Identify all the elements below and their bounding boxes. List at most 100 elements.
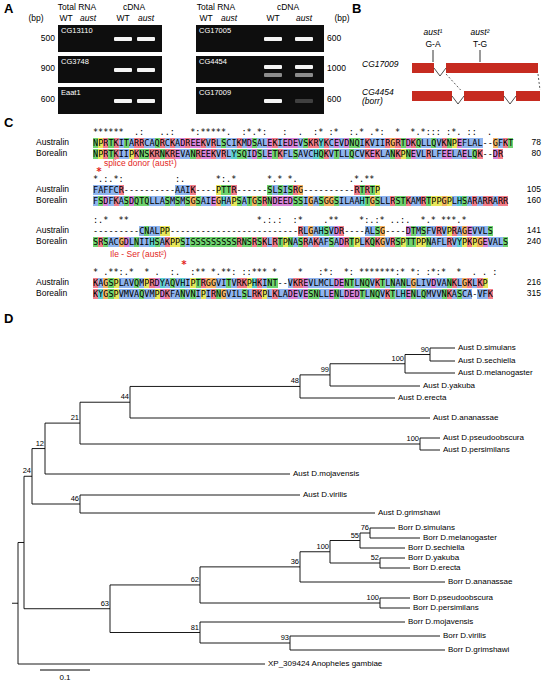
residue: -: [93, 226, 98, 236]
residue: -: [201, 185, 206, 195]
residue: -: [401, 226, 406, 236]
residue: P: [375, 185, 380, 195]
gene-label: CG17009: [362, 60, 408, 69]
residue: R: [365, 185, 370, 195]
bootstrap-value: 62: [191, 576, 199, 585]
residue: -: [231, 226, 236, 236]
residue: -: [483, 149, 488, 159]
residue: -: [483, 138, 488, 148]
residue: L: [155, 226, 160, 236]
residue: E: [283, 138, 288, 148]
residue: -: [114, 226, 119, 236]
residue: T: [406, 237, 411, 247]
residue: K: [242, 278, 247, 288]
residue: -: [185, 226, 190, 236]
residue: -: [278, 226, 283, 236]
taxon-label: Aust D.simulans: [458, 343, 516, 352]
residue: A: [149, 138, 154, 148]
residue: I: [231, 138, 236, 148]
residue: T: [108, 149, 113, 159]
residue: V: [442, 226, 447, 236]
residue: K: [278, 149, 283, 159]
panel-letter: C: [4, 116, 13, 131]
residue: Y: [231, 149, 236, 159]
gel-band: [264, 65, 282, 69]
exon: [412, 63, 434, 73]
tree-branch: [300, 582, 445, 583]
intron: [434, 68, 446, 76]
aligned-sequence: FSDFKASDQTQLLASMSMSGSAIEGHAPSATGSRNDEEDS…: [93, 196, 508, 206]
residue: A: [119, 196, 124, 206]
residue: -: [129, 226, 134, 236]
residue: L: [155, 196, 160, 206]
residue: -: [237, 185, 242, 195]
residue: L: [319, 289, 324, 299]
residue: S: [395, 196, 400, 206]
residue: V: [436, 278, 441, 288]
taxon-label: Aust D.mojavensis: [293, 469, 359, 478]
bootstrap-value: 93: [281, 634, 289, 643]
intron: [504, 96, 516, 104]
residue: R: [160, 138, 165, 148]
residue: A: [313, 196, 318, 206]
residue: -: [395, 226, 400, 236]
taxon-label: Aust D.persimilans: [443, 445, 510, 454]
tree-branch: [200, 566, 300, 567]
residue: A: [442, 278, 447, 288]
residue: V: [436, 289, 441, 299]
residue: R: [503, 196, 508, 206]
residue: -: [313, 185, 318, 195]
residue: -: [211, 226, 216, 236]
taxon-label: Borr D.virilis: [443, 631, 486, 640]
bootstrap-value: 76: [361, 524, 369, 533]
residue: S: [196, 237, 201, 247]
gel-band: [137, 37, 155, 41]
gel-band: [137, 99, 155, 103]
residue: K: [365, 149, 370, 159]
residue: N: [190, 149, 195, 159]
residue: K: [477, 149, 482, 159]
residue: T: [360, 289, 365, 299]
residue: -: [190, 226, 195, 236]
size-marker: 500: [41, 34, 55, 44]
residue: C: [354, 149, 359, 159]
residue: -: [360, 226, 365, 236]
bootstrap-value: 52: [371, 554, 379, 563]
residue: -: [216, 226, 221, 236]
gene-model: CG4454 (borr): [412, 90, 540, 102]
residue: -: [201, 226, 206, 236]
residue: A: [160, 196, 165, 206]
scale-label: 0.1: [59, 673, 70, 682]
residue: K: [272, 289, 277, 299]
taxon-label: Aust D.erecta: [398, 393, 446, 402]
residue-count: 141: [527, 226, 541, 236]
residue: C: [324, 278, 329, 288]
residue: -: [196, 185, 201, 195]
residue: L: [365, 289, 370, 299]
bootstrap-value: 100: [406, 435, 419, 444]
residue: -: [329, 185, 334, 195]
residue: S: [231, 237, 236, 247]
size-marker: 1000: [327, 64, 346, 74]
exon-intron-bar: [412, 62, 538, 74]
tree-branch: [430, 361, 455, 362]
residue: L: [354, 278, 359, 288]
bootstrap-value: 24: [23, 467, 31, 476]
residue: -: [247, 185, 252, 195]
residue: R: [196, 149, 201, 159]
tree-branch: [370, 538, 420, 539]
panel-letter: D: [4, 312, 13, 327]
residue: S: [155, 237, 160, 247]
tree-branch: [300, 398, 395, 399]
residue: A: [160, 237, 165, 247]
residue: -: [385, 226, 390, 236]
sequence-name: Australin: [36, 185, 69, 195]
bootstrap-value: 36: [291, 558, 299, 567]
tree-branch: [45, 474, 290, 475]
residue: -: [390, 226, 395, 236]
residue: L: [149, 196, 154, 206]
residue: E: [190, 138, 195, 148]
residue: -: [257, 226, 262, 236]
residue: V: [477, 289, 482, 299]
tree-branch: [360, 533, 370, 534]
